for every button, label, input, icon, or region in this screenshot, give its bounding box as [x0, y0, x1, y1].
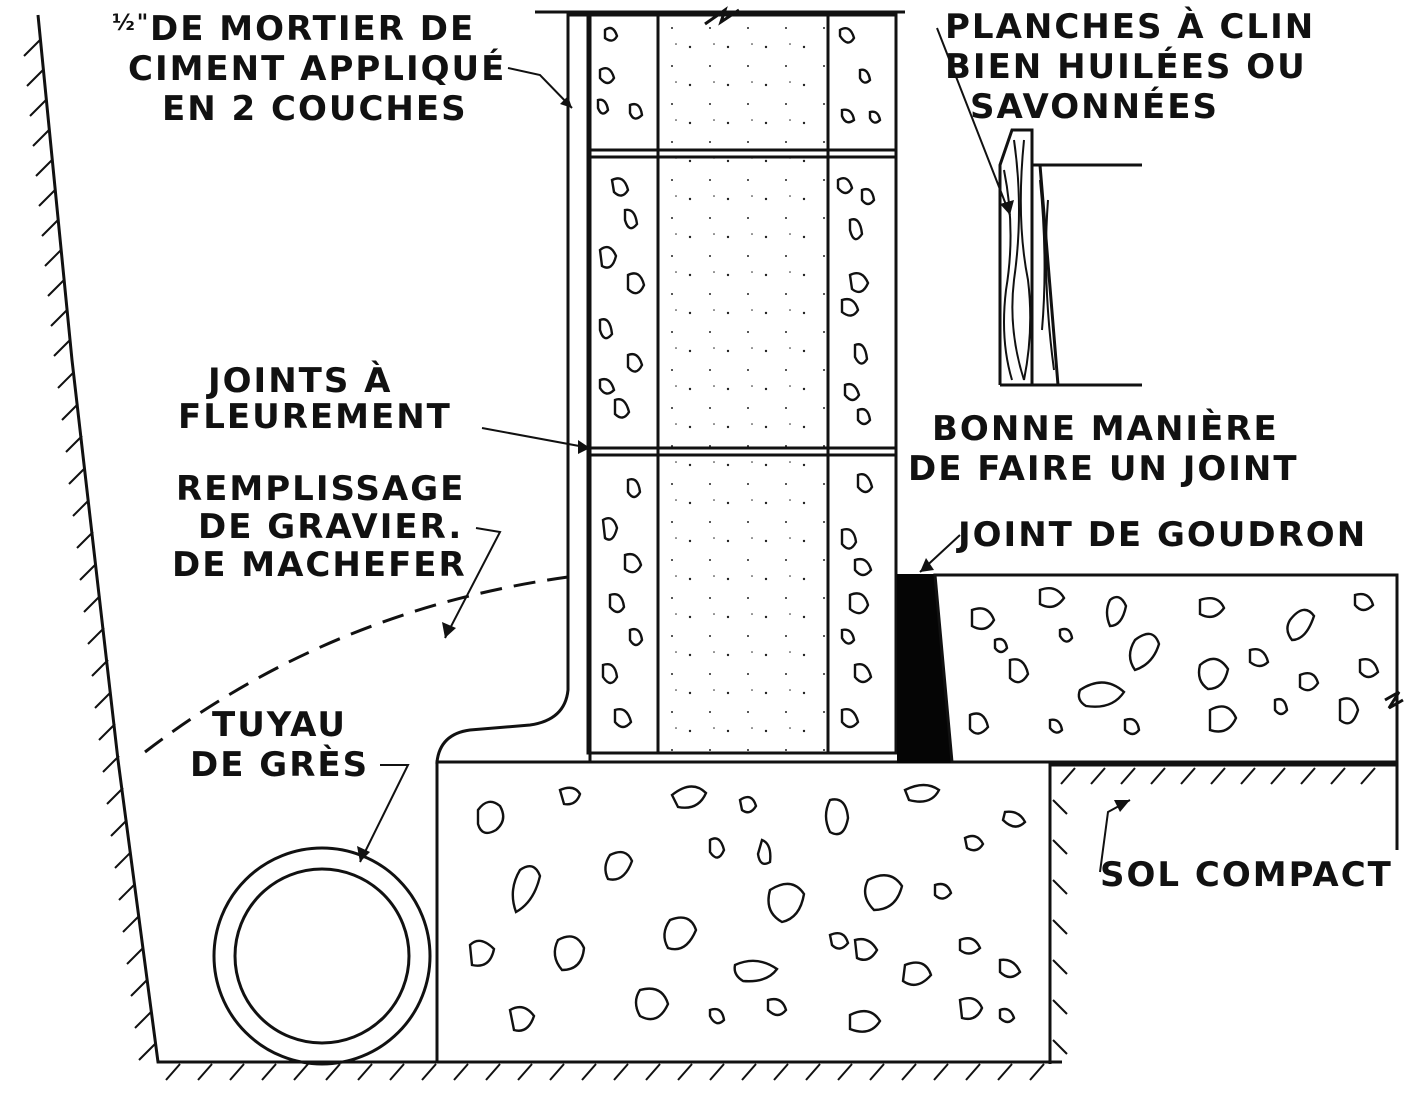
earth-hatching-left [23, 39, 156, 1061]
leader-arrowheads [357, 96, 1130, 862]
leader-lines [359, 27, 1131, 873]
pipe-label-line1: TUYAU [212, 705, 347, 745]
planks-label-line1: PLANCHES À CLIN [945, 6, 1315, 47]
pipe-label-line2: DE GRÈS [190, 744, 369, 785]
compact-soil-surface [1048, 763, 1399, 1064]
tar-joint-label: JOINT DE GOUDRON [956, 515, 1367, 555]
concrete-block-wall [586, 13, 898, 755]
stoneware-pipe [212, 846, 432, 1066]
lap-siding-detail [998, 128, 1142, 387]
mortar-coating [435, 13, 592, 764]
compact-soil-label: SOL COMPACT [1100, 855, 1393, 895]
joints-label-line2: FLEUREMENT [178, 397, 452, 437]
mortar-label-line3: EN 2 COUCHES [162, 89, 468, 129]
mortar-label-line1: DE MORTIER DE [150, 9, 475, 49]
floor-slab [933, 573, 1404, 764]
concrete-footing [435, 760, 1052, 1064]
earth-hatching-bottom [165, 1063, 1045, 1081]
fill-label-line1: REMPLISSAGE [176, 469, 465, 509]
joints-label-line1: JOINTS À [206, 360, 393, 401]
good-way-label-line1: BONNE MANIÈRE [932, 408, 1279, 449]
top-wall-line [535, 6, 905, 26]
fill-label-line2: DE GRAVIER. [198, 507, 463, 547]
planks-label-line2: BIEN HUILÉES OU [945, 46, 1307, 87]
planks-label-line3: SAVONNÉES [970, 86, 1219, 127]
mortar-label-line2: CIMENT APPLIQUÉ [128, 48, 506, 89]
mortar-fraction: ½" [112, 11, 150, 36]
fill-label-line3: DE MACHEFER [172, 545, 467, 585]
good-way-label-line2: DE FAIRE UN JOINT [908, 449, 1299, 489]
